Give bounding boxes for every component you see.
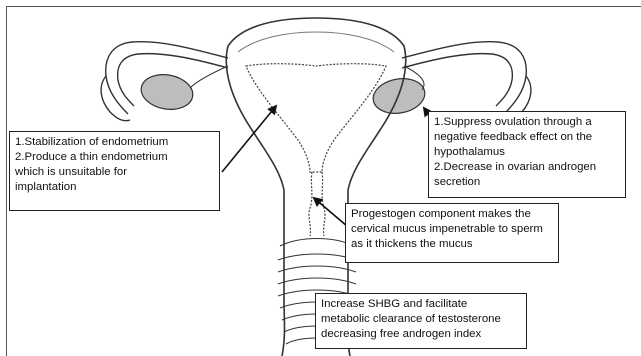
cervical-canal — [309, 172, 312, 236]
callout-endometrium-line-3: which is unsuitable for — [15, 165, 214, 180]
callout-shbg: Increase SHBG and facilitate metabolic c… — [315, 293, 527, 349]
callout-endometrium-line-2: 2.Produce a thin endometrium — [15, 150, 214, 165]
callout-ovulation-line-1: 1.Suppress ovulation through a — [434, 115, 620, 130]
callout-ovulation: 1.Suppress ovulation through a negative … — [428, 111, 626, 198]
callout-mucus-line-2: cervical mucus impenetrable to sperm — [351, 222, 553, 237]
callout-shbg-line-2: metabolic clearance of testosterone — [321, 312, 521, 327]
callout-mucus-line-1: Progestogen component makes the — [351, 207, 553, 222]
callout-ovulation-line-4: 2.Decrease in ovarian androgen — [434, 160, 620, 175]
arrow-endometrium — [222, 106, 276, 172]
callout-ovulation-line-5: secretion — [434, 175, 620, 190]
left-ovary — [138, 71, 195, 114]
callout-shbg-line-1: Increase SHBG and facilitate — [321, 297, 521, 312]
fallopian-tube-right — [402, 42, 531, 121]
callout-endometrium-line-1: 1.Stabilization of endometrium — [15, 135, 214, 150]
callout-mucus: Progestogen component makes the cervical… — [345, 203, 559, 263]
callout-endometrium: 1.Stabilization of endometrium 2.Produce… — [9, 131, 220, 211]
callout-ovulation-line-3: hypothalamus — [434, 145, 620, 160]
callout-endometrium-line-4: implantation — [15, 180, 214, 195]
callout-mucus-line-3: as it thickens the mucus — [351, 237, 553, 252]
callout-shbg-line-3: decreasing free androgen index — [321, 327, 521, 342]
callout-ovulation-line-2: negative feedback effect on the — [434, 130, 620, 145]
